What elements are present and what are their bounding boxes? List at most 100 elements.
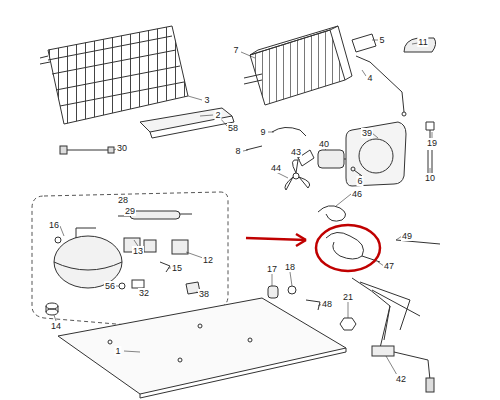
clip <box>160 262 170 272</box>
base-plate <box>248 338 252 342</box>
grommet <box>46 303 58 315</box>
leader-line <box>386 356 397 375</box>
leader-line <box>54 40 432 375</box>
bracket <box>352 34 376 52</box>
leader-line <box>241 52 255 58</box>
wire-harness <box>352 278 420 348</box>
condenser <box>250 26 338 55</box>
sensor <box>60 146 67 154</box>
overload <box>132 280 144 288</box>
wire-harness <box>372 346 394 356</box>
condenser <box>250 30 345 105</box>
compressor <box>55 237 61 243</box>
fan-blade <box>285 160 310 190</box>
rod <box>356 56 404 112</box>
capacitor <box>172 240 188 254</box>
compressor <box>76 228 96 238</box>
relay <box>144 240 156 252</box>
leader-line <box>60 226 64 236</box>
screw <box>351 167 362 176</box>
callout-number: 21 <box>342 292 354 302</box>
callout-number: 3 <box>203 95 210 105</box>
highlight <box>316 225 380 271</box>
drain-trough <box>140 108 234 138</box>
roller <box>268 286 278 298</box>
bracket <box>352 34 376 52</box>
callout-number: 4 <box>366 73 373 83</box>
screw <box>351 167 355 171</box>
leader-line <box>272 274 273 286</box>
rod <box>402 112 406 116</box>
sensor <box>66 150 108 151</box>
condenser <box>338 26 352 80</box>
callout-number: 5 <box>378 35 385 45</box>
wire <box>272 127 306 136</box>
nut <box>340 318 356 330</box>
sensor <box>60 146 114 154</box>
bracket <box>306 300 320 310</box>
leader-line <box>290 272 292 286</box>
highlight <box>296 234 306 246</box>
clip <box>426 122 434 138</box>
callout-number: 39 <box>361 128 373 138</box>
callout-number: 13 <box>132 246 144 256</box>
loop-tube <box>326 232 380 262</box>
leader-line <box>200 115 213 116</box>
tube-coil <box>318 206 346 221</box>
base-plate <box>140 348 346 398</box>
tube <box>246 146 262 150</box>
compressor <box>54 262 122 270</box>
callout-number: 18 <box>284 262 296 272</box>
terminal <box>119 283 125 289</box>
group-outline <box>32 192 228 326</box>
callout-number: 46 <box>351 189 363 199</box>
evaporator-coil <box>48 26 188 124</box>
spacer <box>288 286 296 294</box>
condenser <box>244 26 352 105</box>
wire-harness <box>426 378 434 392</box>
sensor <box>108 147 114 153</box>
evaporator-coil <box>48 36 184 106</box>
leader-line <box>372 40 378 41</box>
callout-number: 9 <box>259 127 266 137</box>
callout-number: 1 <box>114 346 121 356</box>
callout-number: 12 <box>202 255 214 265</box>
callout-number: 32 <box>138 288 150 298</box>
callout-number: 48 <box>321 299 333 309</box>
fan-blade <box>285 160 310 190</box>
nut <box>340 318 356 330</box>
grommet <box>46 309 58 315</box>
callout-number: 56 <box>104 281 116 291</box>
spacer <box>288 286 296 294</box>
exploded-view <box>32 26 440 398</box>
callout-number: 29 <box>124 206 136 216</box>
fan-motor <box>318 150 344 168</box>
callout-number: 2 <box>214 110 221 120</box>
cover <box>404 38 436 52</box>
callout-number: 49 <box>401 231 413 241</box>
base-plate <box>58 298 346 398</box>
tube <box>246 146 262 150</box>
callout-number: 16 <box>48 220 60 230</box>
callout-number: 38 <box>198 289 210 299</box>
leader-line <box>268 132 274 133</box>
callout-number: 14 <box>50 321 62 331</box>
rod <box>356 56 406 116</box>
callout-number: 7 <box>232 45 239 55</box>
wire-harness <box>352 278 434 392</box>
group-outline <box>32 192 228 326</box>
callout-number: 6 <box>356 176 363 186</box>
leader-line <box>124 351 140 352</box>
evaporator-coil <box>40 56 50 64</box>
clip <box>430 130 431 138</box>
overload <box>132 280 144 288</box>
clip <box>426 122 434 130</box>
bracket <box>306 300 320 310</box>
tube-coil <box>318 206 346 221</box>
fan-shroud <box>359 139 393 173</box>
callout-number: 40 <box>318 139 330 149</box>
callout-number: 28 <box>117 195 129 205</box>
callout-number: 47 <box>383 261 395 271</box>
callout-number: 8 <box>234 146 241 156</box>
capacitor <box>172 240 188 254</box>
